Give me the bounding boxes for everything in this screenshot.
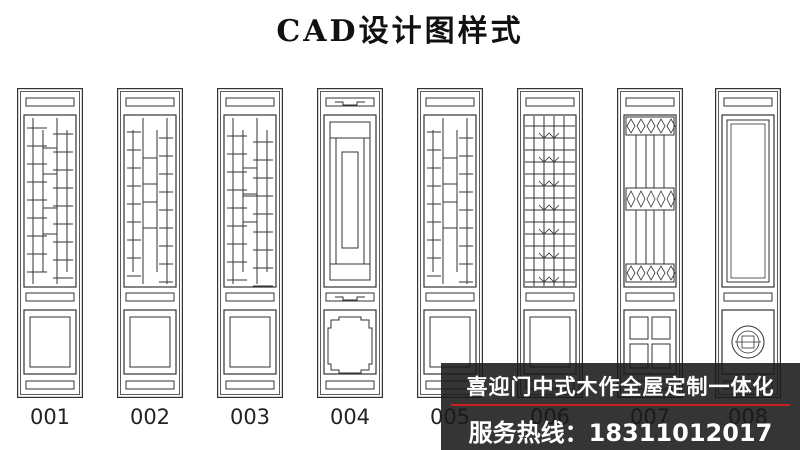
door-panel-drawing [417,88,483,398]
panel-code: 004 [329,405,371,429]
door-panel-drawing [715,88,781,398]
door-panel-004 [317,88,383,398]
banner-divider [451,404,790,406]
contact-banner: 喜迎门中式木作全屋定制一体化 服务热线：18311012017 [441,363,800,450]
door-panel-007 [617,88,683,398]
panel-code: 001 [29,405,71,429]
panel-code: 002 [129,405,171,429]
door-panel-drawing [117,88,183,398]
door-panel-002 [117,88,183,398]
door-panel-drawing [317,88,383,398]
door-panel-drawing [17,88,83,398]
door-panel-001 [17,88,83,398]
banner-slogan: 喜迎门中式木作全屋定制一体化 [466,375,775,399]
door-panel-006 [517,88,583,398]
door-panel-005 [417,88,483,398]
door-panel-drawing [517,88,583,398]
panel-code: 003 [229,405,271,429]
door-panel-drawing [217,88,283,398]
page-title: CAD设计图样式 [276,14,524,49]
banner-hotline: 服务热线：18311012017 [468,419,773,447]
door-panel-003 [217,88,283,398]
door-panel-drawing [617,88,683,398]
door-panel-008 [715,88,781,398]
